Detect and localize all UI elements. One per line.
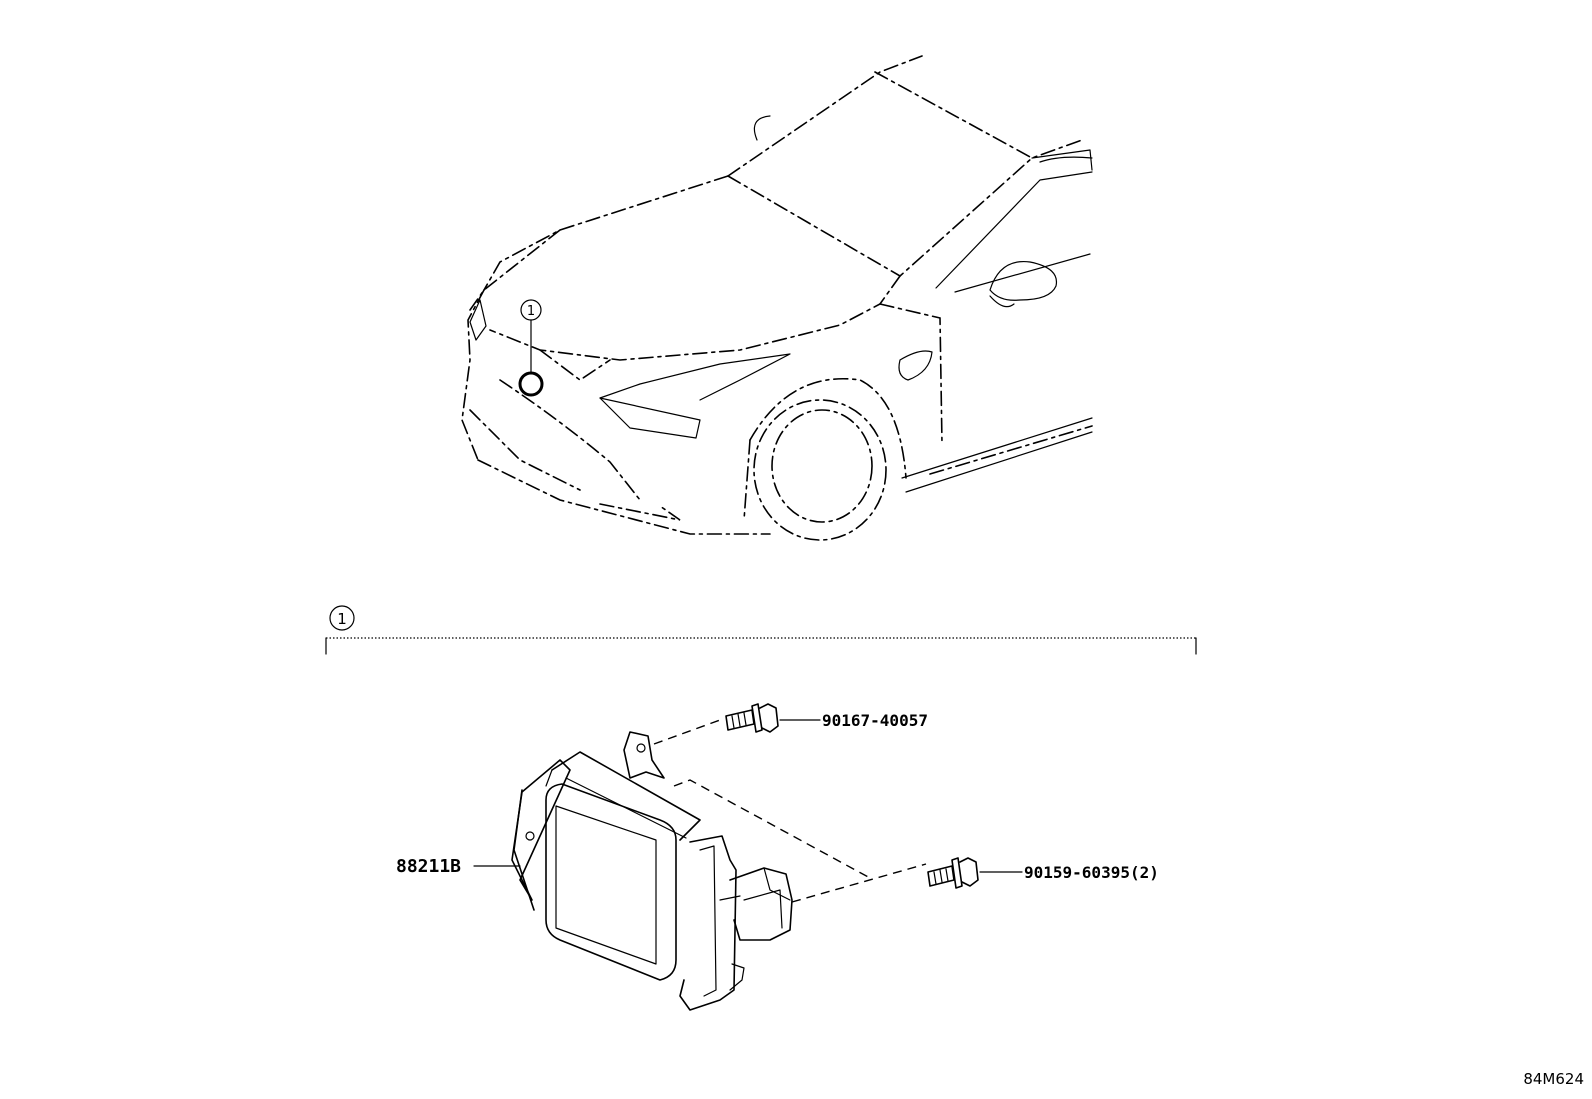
assembly-line-mid: [673, 779, 871, 879]
part-number-lower-bolt: 90159-60395(2): [1024, 863, 1159, 882]
callout-number: 1: [527, 304, 535, 319]
section-callout-circle: [329, 605, 355, 631]
upper-bolt: [725, 703, 821, 733]
part-number-upper-bolt: 90167-40057: [822, 711, 928, 730]
sensor-location-marker: [518, 371, 544, 397]
part-number-sensor-unit: 88211B: [396, 856, 461, 877]
illustration-code: 84M624: [1523, 1070, 1584, 1088]
lower-bolt: [927, 857, 1023, 889]
assembly-line-upper: [653, 719, 721, 745]
section-callout-number: 1: [337, 610, 347, 628]
vehicle-illustration: 1: [461, 55, 1093, 541]
section-header: 1: [325, 605, 1197, 655]
assembly-line-lower: [791, 863, 927, 903]
radar-sensor-unit: [511, 731, 793, 1011]
